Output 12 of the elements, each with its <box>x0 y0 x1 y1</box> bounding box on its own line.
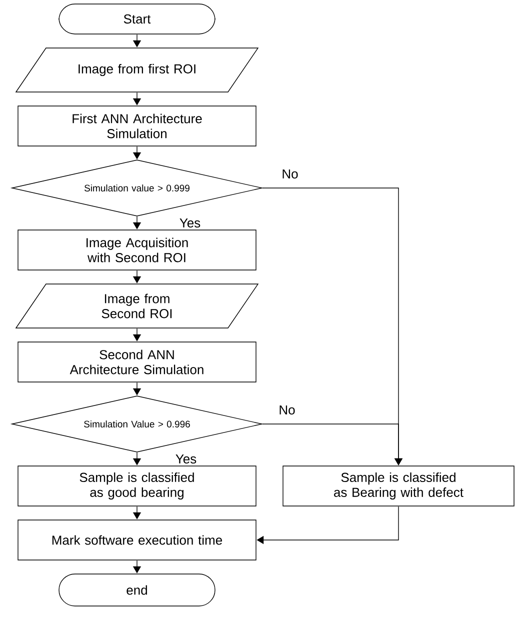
process-box: Sample is classified as Bearing with defect <box>282 466 514 506</box>
process-box: First ANN Architecture Simulation <box>18 106 256 146</box>
edge-label: Yes <box>178 217 202 229</box>
edge-label: No <box>278 404 296 416</box>
process-box: Second ANN Architecture Simulation <box>18 342 256 382</box>
arrow <box>262 424 403 466</box>
process-box: Mark software execution time <box>18 520 256 560</box>
edge-label: Yes <box>174 453 198 465</box>
edge-label: No <box>280 168 300 180</box>
process-box: Image Acquisition with Second ROI <box>18 230 256 270</box>
process-box: Sample is classified as good bearing <box>18 466 256 506</box>
arrow <box>256 506 399 544</box>
